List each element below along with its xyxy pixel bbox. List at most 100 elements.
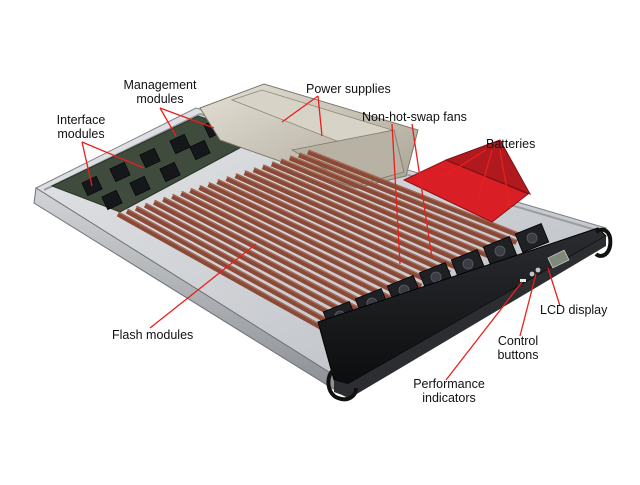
- flash-module: [297, 152, 518, 245]
- label-power-supplies: Power supplies: [306, 82, 391, 96]
- flash-module-edge: [117, 211, 327, 329]
- leader-line: [159, 107, 215, 129]
- flash-module-edge: [181, 190, 393, 298]
- leader-line: [149, 243, 257, 329]
- flash-module: [152, 199, 366, 315]
- flash-module-edge: [298, 152, 517, 241]
- flash-module-edge: [280, 158, 498, 250]
- flash-module: [252, 167, 470, 267]
- label-batteries: Batteries: [486, 137, 535, 151]
- flash-module-edge: [244, 170, 460, 268]
- label-flash-modules: Flash modules: [112, 328, 193, 342]
- leader-line: [317, 95, 323, 137]
- flash-module: [225, 176, 442, 280]
- label-line: Batteries: [486, 137, 536, 151]
- flash-module: [125, 208, 337, 328]
- control-button: [529, 271, 535, 277]
- flash-module-edge: [262, 164, 479, 259]
- flash-module-edge: [144, 202, 355, 316]
- flash-module-edge: [217, 179, 431, 281]
- leader-line: [411, 123, 433, 259]
- board-chip: [101, 189, 123, 211]
- flash-module-edge: [226, 176, 441, 276]
- battery-pack: [402, 159, 529, 223]
- board-chip: [109, 161, 131, 183]
- flash-module: [216, 179, 432, 285]
- leader-lines: [81, 95, 561, 381]
- label-line: modules: [57, 127, 105, 141]
- label-line: Control: [497, 334, 539, 348]
- flash-module-edge: [199, 185, 412, 289]
- flash-module-edge: [163, 196, 374, 307]
- flash-module: [207, 182, 423, 289]
- label-line: LCD display: [540, 303, 608, 317]
- label-line: buttons: [497, 348, 539, 362]
- flash-module-edge: [135, 205, 346, 320]
- fan-hub: [526, 232, 538, 244]
- leader-line: [547, 267, 561, 307]
- flash-module: [307, 149, 527, 241]
- label-line: modules: [136, 92, 184, 106]
- flash-module: [116, 211, 328, 333]
- board-chip: [129, 175, 151, 197]
- rack-handle-left: [326, 368, 358, 402]
- front-panel-lower: [334, 236, 606, 398]
- label-performance-indicators: Performance indicators: [412, 377, 486, 405]
- label-non-hot-swap-fans: Non-hot-swap fans: [362, 110, 467, 124]
- flash-module-edge: [253, 167, 470, 263]
- leader-line: [81, 141, 93, 187]
- flash-module-edge: [172, 193, 384, 303]
- fan-hub: [494, 245, 506, 257]
- leader-line: [81, 141, 145, 169]
- label-line: Flash modules: [112, 328, 194, 342]
- flash-module-edge: [271, 161, 489, 254]
- flash-module-edge: [289, 155, 508, 246]
- board-chip: [159, 161, 181, 183]
- flash-module-edge: [235, 173, 450, 272]
- lcd-display: [547, 249, 570, 269]
- label-line: Power supplies: [306, 82, 391, 96]
- board-chip: [139, 147, 161, 169]
- flash-module-edge: [190, 188, 403, 294]
- leader-line: [445, 281, 523, 381]
- flash-module-edge: [126, 208, 336, 324]
- flash-module-edge: [307, 149, 527, 237]
- leader-line: [499, 149, 511, 209]
- fan-hub: [430, 271, 442, 283]
- label-line: Performance: [413, 377, 485, 391]
- leader-line: [477, 149, 493, 201]
- leader-line: [159, 107, 177, 137]
- flash-module-edge: [154, 199, 365, 311]
- flash-module: [162, 196, 375, 311]
- flash-module-bank: [116, 149, 527, 333]
- label-line: Management: [123, 78, 197, 92]
- leader-line: [281, 95, 319, 123]
- flash-module: [143, 202, 356, 320]
- flash-module: [243, 170, 461, 272]
- label-management-modules: Management modules: [118, 78, 202, 106]
- flash-module: [234, 173, 451, 276]
- leader-line: [519, 273, 537, 337]
- label-line: Non-hot-swap fans: [362, 110, 467, 124]
- fan-hub: [462, 258, 474, 270]
- leader-line: [391, 123, 401, 265]
- flash-module: [134, 205, 347, 324]
- label-control-buttons: Control buttons: [494, 334, 542, 362]
- performance-indicator: [520, 279, 526, 282]
- flash-module: [189, 188, 404, 298]
- flash-module: [180, 191, 394, 302]
- label-lcd-display: LCD display: [540, 303, 607, 317]
- control-button: [535, 267, 541, 273]
- flash-module: [279, 158, 499, 254]
- board-chip: [169, 133, 191, 155]
- label-interface-modules: Interface modules: [52, 113, 110, 141]
- board-chips: [81, 117, 225, 211]
- flash-module: [270, 161, 489, 258]
- flash-module: [198, 185, 413, 293]
- rack-handle-right: [594, 227, 613, 258]
- flash-module: [288, 155, 508, 250]
- flash-module-edge: [208, 182, 422, 285]
- flash-module: [171, 193, 385, 307]
